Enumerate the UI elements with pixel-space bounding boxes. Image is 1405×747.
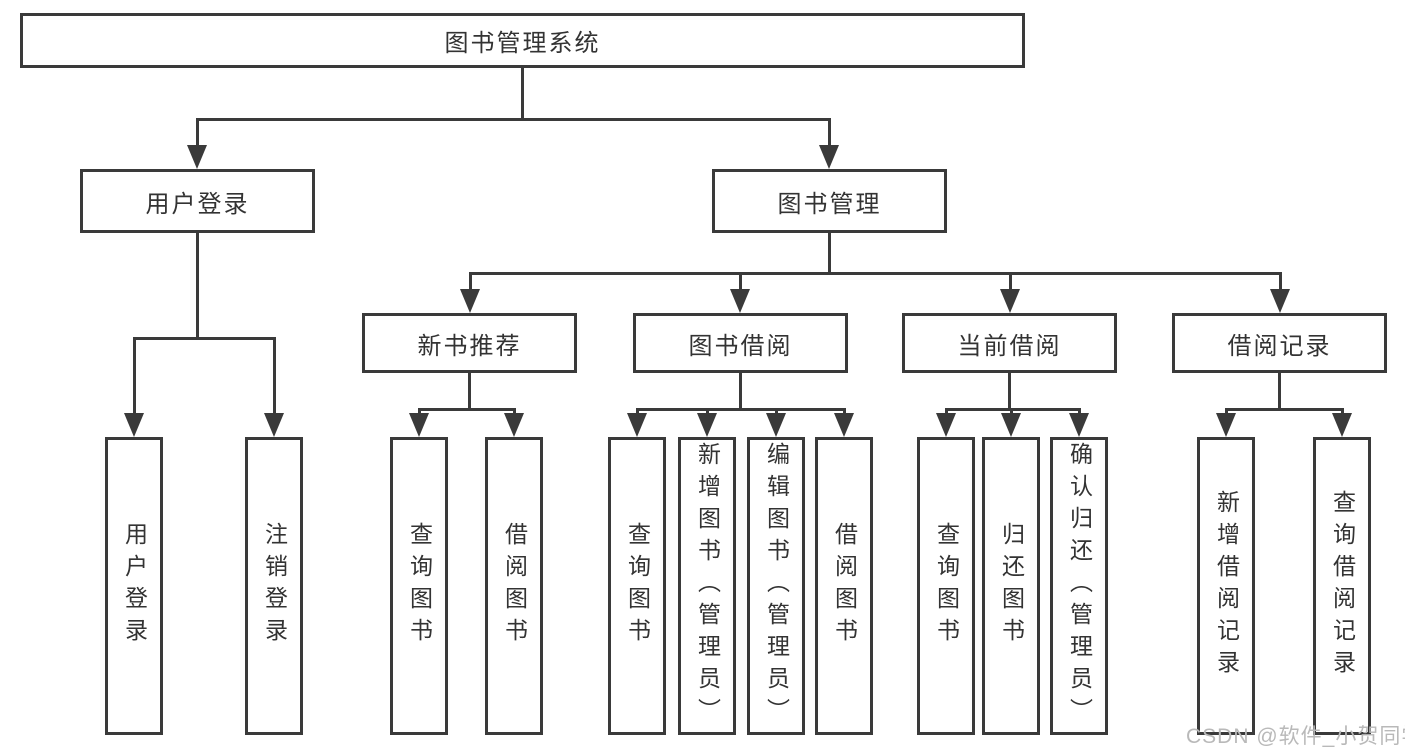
edge-line xyxy=(828,118,831,150)
edge-line xyxy=(739,272,742,292)
edge-line xyxy=(469,272,1282,275)
edge-line xyxy=(775,408,778,416)
leaf-borrow-query-books: 查询图书 xyxy=(608,437,666,735)
edge-line xyxy=(1225,408,1228,416)
leaf-borrow-edit-books-admin: 编辑图书（管理员） xyxy=(747,437,805,735)
edge-line xyxy=(418,408,421,416)
watermark: CSDN @软件_小贺同学 xyxy=(1186,725,1405,747)
node-book-borrowing: 图书借阅 xyxy=(633,313,848,373)
leaf-logout: 注销登录 xyxy=(245,437,303,735)
node-user-login: 用户登录 xyxy=(80,169,315,233)
arrow-down-icon xyxy=(1216,413,1236,437)
edge-line xyxy=(636,408,639,416)
leaf-current-query-books: 查询图书 xyxy=(917,437,975,735)
arrow-down-icon xyxy=(730,289,750,313)
arrow-down-icon xyxy=(187,145,207,169)
node-book-management: 图书管理 xyxy=(712,169,947,233)
edge-line xyxy=(706,408,709,416)
arrow-down-icon xyxy=(627,413,647,437)
edge-line xyxy=(1341,408,1344,416)
node-new-book-recommendation: 新书推荐 xyxy=(362,313,577,373)
edge-line xyxy=(1009,272,1012,292)
edge-line xyxy=(468,373,471,408)
node-borrowing-records: 借阅记录 xyxy=(1172,313,1387,373)
edge-line xyxy=(828,233,831,272)
edge-line xyxy=(1010,408,1013,416)
edge-line xyxy=(1078,408,1081,416)
edge-line xyxy=(945,408,948,416)
leaf-recommend-borrow-books: 借阅图书 xyxy=(485,437,543,735)
edge-line xyxy=(513,408,516,416)
edge-line xyxy=(739,373,742,408)
edge-line xyxy=(133,337,136,416)
arrow-down-icon xyxy=(460,289,480,313)
arrow-down-icon xyxy=(504,413,524,437)
node-current-borrowing: 当前借阅 xyxy=(902,313,1117,373)
edge-line xyxy=(1008,373,1011,408)
leaf-borrow-borrow-books: 借阅图书 xyxy=(815,437,873,735)
arrow-down-icon xyxy=(1000,289,1020,313)
edge-line xyxy=(418,408,516,411)
leaf-records-add-borrow-record: 新增借阅记录 xyxy=(1197,437,1255,735)
leaf-borrow-add-books-admin: 新增图书（管理员） xyxy=(678,437,736,735)
edge-line xyxy=(273,337,276,416)
edge-line xyxy=(1278,373,1281,408)
edge-line xyxy=(196,118,831,121)
edge-line xyxy=(1225,408,1344,411)
leaf-user-login: 用户登录 xyxy=(105,437,163,735)
arrow-down-icon xyxy=(264,413,284,437)
arrow-down-icon xyxy=(697,413,717,437)
edge-line xyxy=(521,68,524,118)
edge-line xyxy=(133,337,276,340)
edge-line xyxy=(1279,272,1282,292)
edge-line xyxy=(945,408,1081,411)
arrow-down-icon xyxy=(766,413,786,437)
edge-line xyxy=(469,272,472,292)
node-library-management-system: 图书管理系统 xyxy=(20,13,1025,68)
edge-line xyxy=(196,233,199,337)
leaf-records-query-borrow-record: 查询借阅记录 xyxy=(1313,437,1371,735)
edge-line xyxy=(636,408,846,411)
arrow-down-icon xyxy=(936,413,956,437)
edge-line xyxy=(843,408,846,416)
leaf-current-return-books: 归还图书 xyxy=(982,437,1040,735)
arrow-down-icon xyxy=(834,413,854,437)
arrow-down-icon xyxy=(409,413,429,437)
leaf-recommend-query-books: 查询图书 xyxy=(390,437,448,735)
edge-line xyxy=(196,118,199,150)
arrow-down-icon xyxy=(1270,289,1290,313)
leaf-current-confirm-return-admin: 确认归还（管理员） xyxy=(1050,437,1108,735)
arrow-down-icon xyxy=(1001,413,1021,437)
arrow-down-icon xyxy=(819,145,839,169)
arrow-down-icon xyxy=(1069,413,1089,437)
arrow-down-icon xyxy=(1332,413,1352,437)
arrow-down-icon xyxy=(124,413,144,437)
